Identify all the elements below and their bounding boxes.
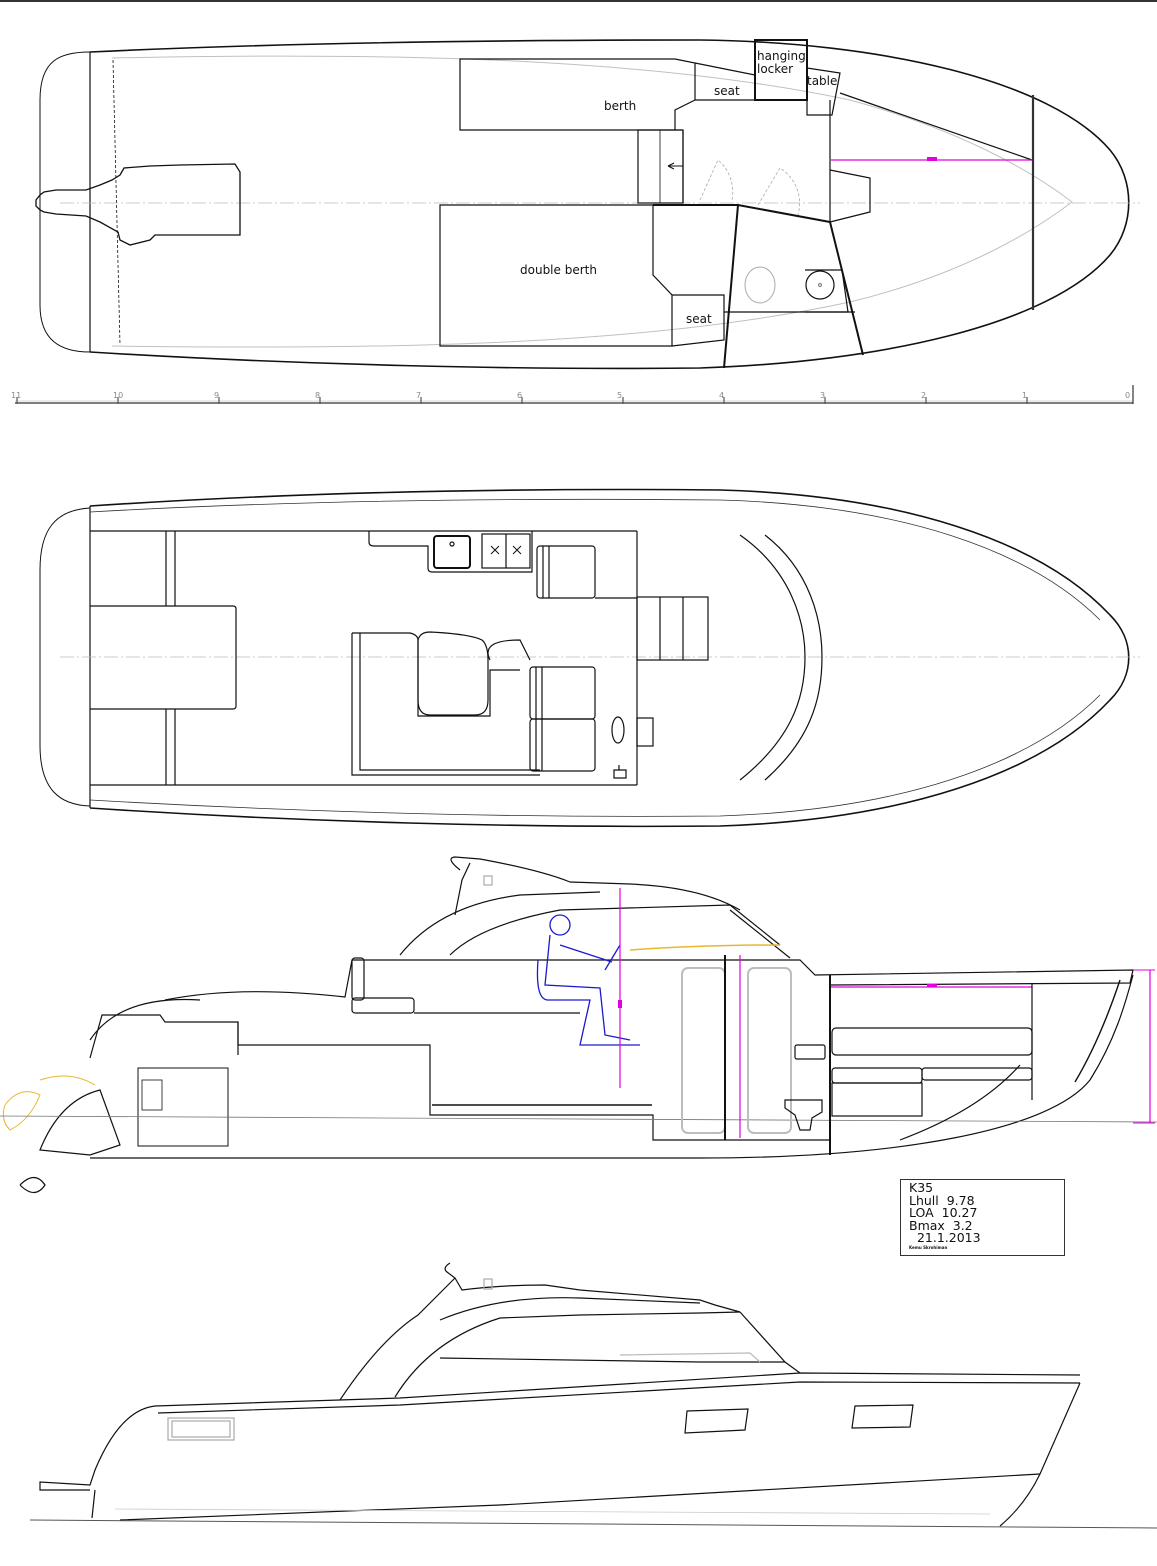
sheer-line (154, 1372, 1081, 1407)
label-seat-lower: seat (686, 312, 712, 326)
head-compartment (653, 204, 864, 356)
swim-platform (39, 51, 91, 353)
door-2 (747, 967, 792, 1134)
bow-stem (999, 1382, 1081, 1527)
steps-main (636, 596, 709, 661)
scale-bar: 11 10 9 8 7 6 5 4 3 2 1 0 (11, 385, 1134, 404)
deck-line (164, 959, 1134, 1001)
galley-counter (368, 531, 533, 573)
engine (137, 1067, 229, 1147)
toilet-profile (784, 1099, 823, 1131)
portlight-1 (684, 1408, 749, 1434)
tick-0: 0 (1125, 391, 1130, 400)
door-1 (681, 967, 726, 1134)
helm-dash (636, 717, 654, 747)
windscreen (739, 534, 806, 781)
outboard-profile (29, 1262, 1157, 1529)
tick-2: 2 (921, 391, 926, 400)
helmsman-figure (536, 914, 640, 1046)
steering-wheel (611, 716, 625, 744)
main-deck-plan (39, 488, 1140, 828)
portlight-2 (851, 1404, 914, 1429)
swim-platform-main (39, 507, 91, 807)
tick-1: 1 (1022, 391, 1027, 400)
tick-9: 9 (214, 391, 219, 400)
galley-sink (433, 535, 471, 569)
tick-5: 5 (617, 391, 622, 400)
tick-10: 10 (113, 391, 123, 400)
tick-4: 4 (719, 391, 724, 400)
hardtop (450, 856, 741, 911)
table (806, 67, 841, 116)
top-border (0, 0, 1157, 2)
bmax-value: Bmax 3.2 (909, 1217, 973, 1233)
saloon-settee (351, 632, 540, 776)
label-seat-upper: seat (714, 84, 740, 98)
tick-11: 11 (11, 391, 21, 400)
helm-seat-fwd (536, 545, 596, 599)
hull-outline-main (89, 488, 1130, 828)
title-block: K35 Lhull 9.78 LOA 10.27 Bmax 3.2 21.1.2… (900, 1179, 1065, 1256)
engine-outline (35, 163, 241, 246)
drawing-date: 21.1.2013 (909, 1230, 981, 1245)
label-hanging: hanging (757, 49, 806, 63)
hardtop-outboard (444, 1262, 741, 1313)
tick-6: 6 (517, 391, 522, 400)
seat-lower (671, 294, 725, 347)
tick-7: 7 (416, 391, 421, 400)
label-locker: locker (757, 62, 793, 76)
saloon-table (417, 631, 489, 716)
label-double-berth: double berth (520, 263, 597, 277)
sun-pad (90, 605, 237, 710)
tick-3: 3 (820, 391, 825, 400)
tick-8: 8 (315, 391, 320, 400)
hull-bottom (90, 974, 1134, 1159)
label-berth: berth (604, 99, 636, 113)
loa-value: LOA 10.27 (909, 1205, 978, 1220)
berth (459, 58, 696, 131)
outdrive (39, 1089, 121, 1156)
lower-deck-plan: berth seat hanging locker table double b… (35, 39, 1140, 370)
hull-outline (89, 39, 1130, 370)
designer-name: Kemu Skrohiman (909, 1244, 948, 1250)
sink (805, 270, 835, 300)
toilet (744, 266, 776, 304)
inboard-profile (0, 856, 1157, 1194)
model-name: K35 (909, 1180, 934, 1195)
lhull-value: Lhull 9.78 (909, 1192, 975, 1208)
label-table: table (807, 74, 837, 88)
portlight-aft (167, 1417, 235, 1441)
